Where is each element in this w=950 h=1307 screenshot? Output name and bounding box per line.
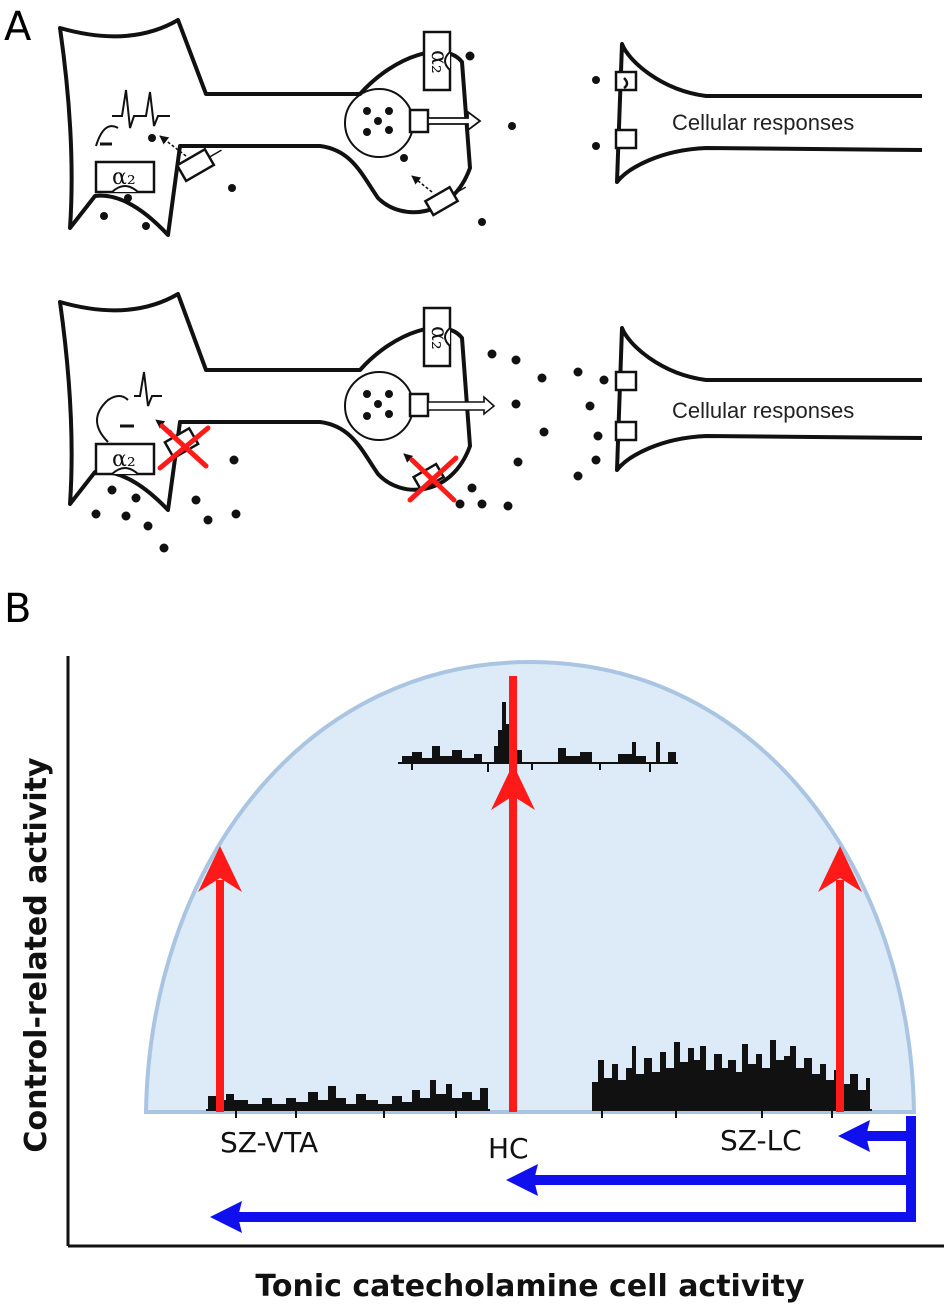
group-label-sz-vta: SZ-VTA <box>220 1126 318 1159</box>
bottom-postsynaptic-cell <box>615 326 923 472</box>
top-soma-transporter <box>175 147 222 183</box>
top-terminal-alpha2-label: α₂ <box>426 50 451 74</box>
raster-sz-vta <box>206 1080 490 1118</box>
bottom-release-site <box>408 392 430 418</box>
up-arrow-sz-lc-head <box>818 846 862 892</box>
bottom-postsynaptic-receptor-2 <box>614 420 638 442</box>
soma-transporter-block-cross <box>157 423 211 471</box>
top-postsynaptic-receptor-1 <box>614 70 638 92</box>
raster-hc <box>398 702 678 772</box>
blue-arrow-hc-head <box>506 1164 538 1196</box>
top-spike-train <box>112 89 170 129</box>
blue-arrow-sz-vta-head <box>210 1201 242 1233</box>
raster-sz-lc <box>592 1040 872 1118</box>
x-axis-label: Tonic catecholamine cell activity <box>255 1269 805 1304</box>
top-feedback-curve <box>95 125 119 147</box>
bottom-feedback-curve <box>96 395 129 443</box>
top-terminal-alpha2-receptor <box>422 30 452 92</box>
bottom-release-arrow <box>427 395 496 416</box>
top-postsynaptic-receptor-2 <box>614 128 638 150</box>
bottom-diagram: α₂ α₂ <box>58 292 923 553</box>
inverted-u-curve <box>143 659 917 1114</box>
bottom-postsynaptic-receptor-1 <box>614 370 638 392</box>
group-label-hc: HC <box>488 1132 529 1165</box>
top-cellular-responses-label: Cellular responses <box>672 110 854 135</box>
up-arrow-hc-shaft <box>509 676 517 1112</box>
bottom-terminal-alpha2-label: α₂ <box>426 326 451 350</box>
up-arrow-sz-vta-head <box>198 846 242 892</box>
blue-vertical-bar <box>906 1116 916 1222</box>
panel-a-label: A <box>4 4 32 50</box>
top-neuron <box>58 18 472 237</box>
top-soma-alpha2-label: α₂ <box>112 165 136 190</box>
bottom-neuron <box>58 292 472 512</box>
blue-left-arrows <box>210 1116 916 1233</box>
top-transmitter-dots <box>100 76 600 230</box>
blue-arrow-sz-lc-head <box>838 1120 870 1152</box>
up-arrow-sz-lc-shaft <box>836 880 844 1112</box>
bottom-cellular-responses-label: Cellular responses <box>672 398 854 423</box>
top-terminal-transporter <box>423 185 467 217</box>
up-arrow-sz-vta-shaft <box>216 880 224 1112</box>
blue-arrow-hc-shaft <box>534 1175 912 1185</box>
y-axis-label: Control-related activity <box>19 757 54 1153</box>
bottom-soma-alpha2-label: α₂ <box>112 447 136 472</box>
panel-b-label: B <box>4 586 31 632</box>
top-diagram: α₂ α₂ Cellular responses <box>58 18 923 237</box>
blue-arrow-sz-lc-shaft <box>866 1131 912 1141</box>
top-release-site <box>408 108 430 134</box>
top-postsynaptic-cell <box>615 42 923 184</box>
terminal-transporter-block-cross <box>407 455 459 503</box>
group-label-sz-lc: SZ-LC <box>720 1124 802 1157</box>
bottom-transmitter-dots <box>91 349 609 553</box>
blue-arrow-sz-vta-shaft <box>238 1212 912 1222</box>
top-release-arrow <box>427 110 482 132</box>
bottom-spike <box>134 371 162 407</box>
